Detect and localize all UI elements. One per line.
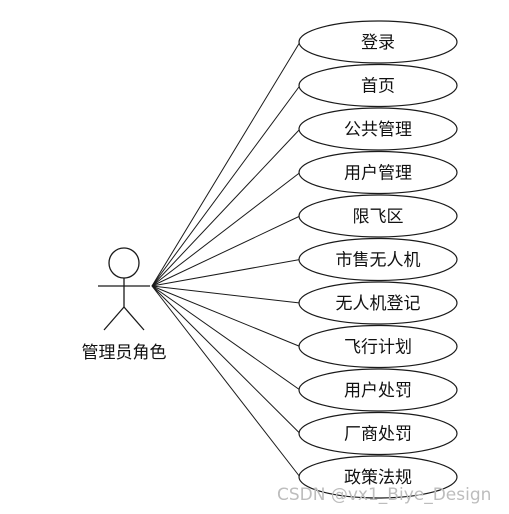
actor-label: 管理员角色 [82,343,167,363]
use-case: 用户处罚 [298,368,458,412]
use-case: 无人机登记 [298,281,458,325]
association-line [151,285,301,347]
association-line [151,128,301,287]
association-line [151,259,301,287]
association-line [151,285,301,434]
use-case-label: 限飞区 [353,207,404,227]
use-case-ellipse [298,411,458,456]
use-case: 首页 [298,63,458,108]
use-case-label: 飞行计划 [344,338,412,358]
association-line [151,172,301,287]
use-case: 用户管理 [298,150,458,195]
use-case-label: 无人机登记 [336,294,421,314]
use-case: 厂商处罚 [298,411,458,456]
use-case: 限飞区 [298,194,458,238]
use-case-label: 政策法规 [344,468,412,488]
use-case-list: 登录首页公共管理用户管理限飞区市售无人机无人机登记飞行计划用户处罚厂商处罚政策法… [298,20,458,499]
use-case-ellipse [298,455,458,499]
use-case-label: 公共管理 [344,120,412,140]
use-case-label: 登录 [361,33,395,53]
use-case: 飞行计划 [298,324,458,369]
use-case-label: 首页 [361,77,395,97]
use-case: 政策法规 [298,455,458,499]
association-line [151,41,301,287]
use-case-label: 用户处罚 [344,381,412,401]
association-line [151,85,301,287]
use-case: 市售无人机 [298,237,458,282]
use-case-ellipse [298,237,458,282]
actor-left-leg [103,306,125,331]
use-case-ellipse [298,63,458,108]
use-case-ellipse [298,150,458,195]
use-case: 登录 [298,20,458,64]
actor-right-leg [123,306,145,331]
watermark-text: CSDN @vx1_Biye_Design [277,485,491,505]
use-case-ellipse [298,20,458,64]
use-case-label: 用户管理 [344,164,412,184]
association-line [151,285,301,478]
actor-head [108,247,140,279]
use-case-label: 市售无人机 [336,251,421,271]
use-case-ellipse [298,368,458,412]
association-line [151,215,301,287]
actor-figure: 管理员角色 [82,247,167,363]
association-lines [151,41,301,478]
use-case-ellipse [298,281,458,325]
use-case-ellipse [298,194,458,238]
use-case: 公共管理 [298,107,458,151]
use-case-ellipse [298,324,458,369]
use-case-ellipse [298,107,458,151]
association-line [151,285,301,391]
use-case-label: 厂商处罚 [344,425,412,445]
association-line [151,285,301,304]
